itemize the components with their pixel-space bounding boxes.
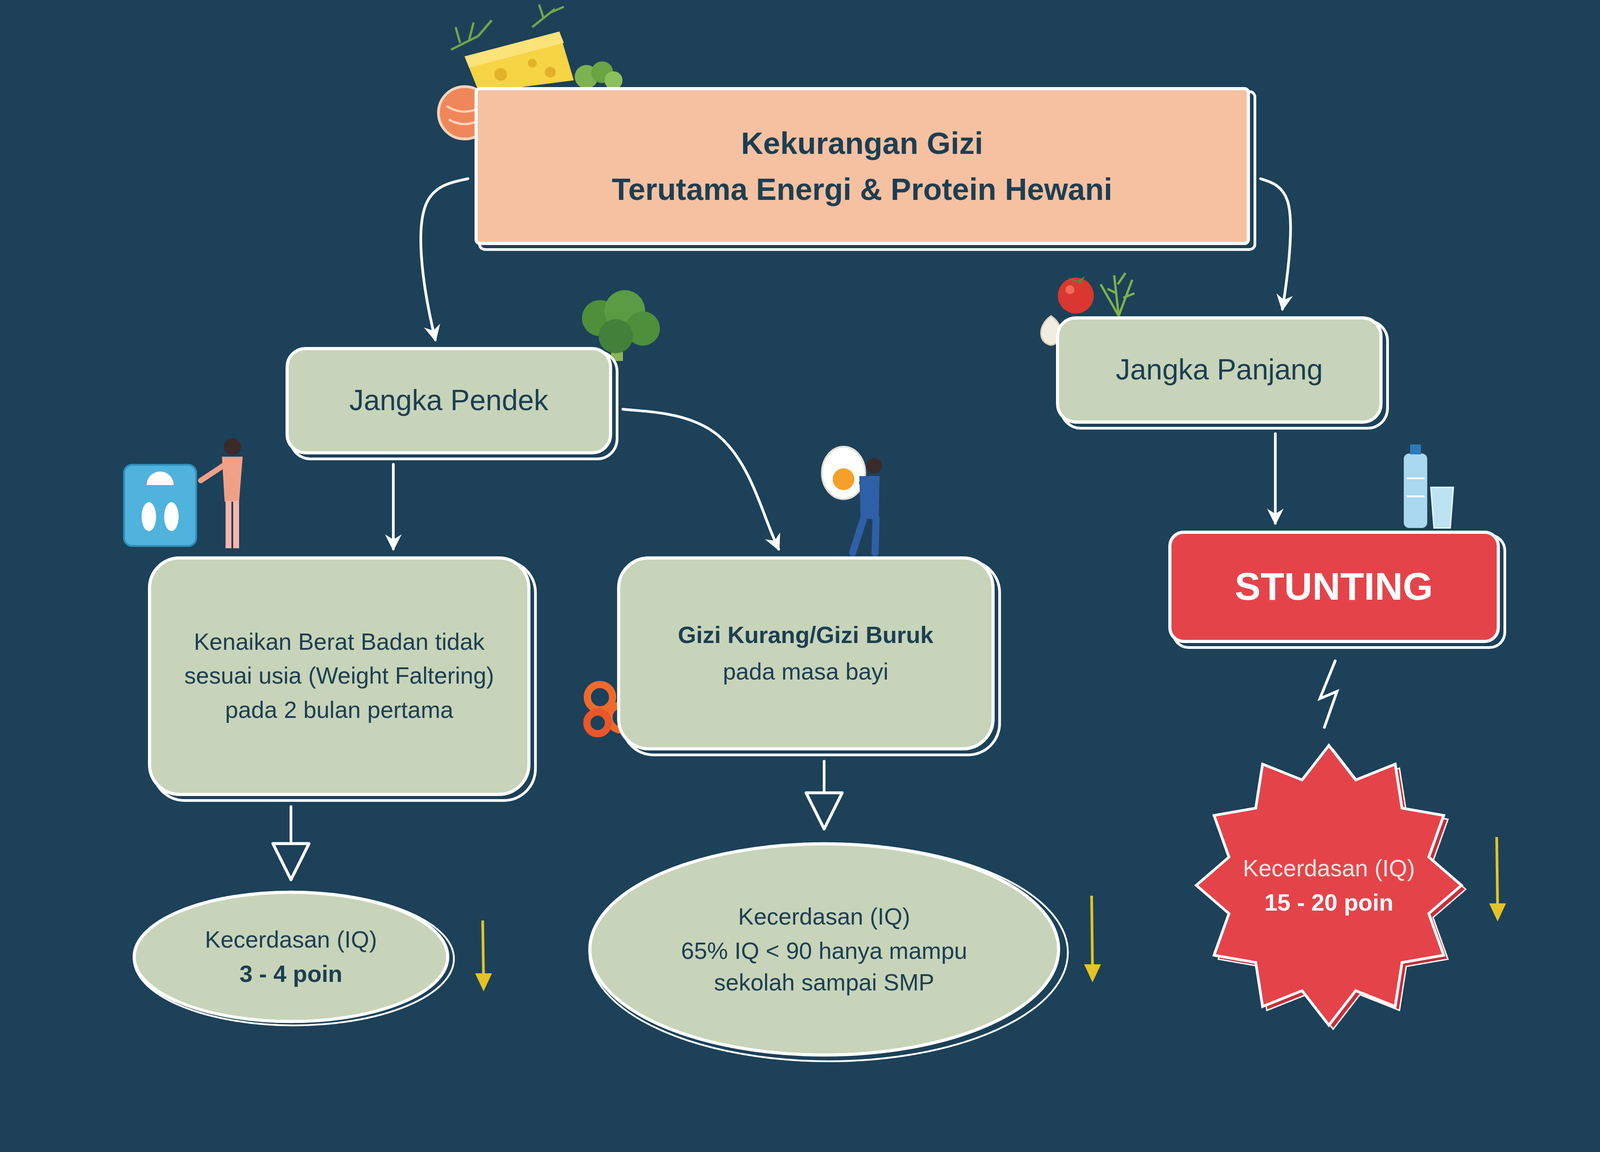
broccoli-floret xyxy=(598,318,633,354)
connector-arrow xyxy=(391,464,395,549)
connector-arrow xyxy=(822,760,826,829)
arm xyxy=(200,464,225,481)
connector-arrow xyxy=(1319,660,1338,728)
scale-dial xyxy=(146,471,174,485)
node-text: Jangka Panjang xyxy=(1115,350,1323,389)
stunting-box: STUNTING xyxy=(1168,530,1500,643)
arrow-shaft xyxy=(1091,895,1093,970)
footprint xyxy=(164,502,179,531)
bottle-line xyxy=(1406,478,1425,497)
node-text: Terutama Energi & Protein Hewani xyxy=(611,165,1113,213)
term-box: Jangka Panjang xyxy=(1055,316,1383,424)
ellipse-outline xyxy=(127,887,455,1026)
node-text: Kecerdasan (IQ) xyxy=(661,900,987,932)
head xyxy=(223,438,241,456)
node-text: Kecerdasan (IQ) xyxy=(1242,852,1416,884)
iq-ellipse: Kecerdasan (IQ)65% IQ < 90 hanya mampu s… xyxy=(580,836,1069,1062)
node-content: Kenaikan Berat Badan tidak sesuai usia (… xyxy=(178,624,501,727)
dill-sprig xyxy=(451,20,492,50)
node-content: Jangka Pendek xyxy=(349,381,549,420)
cheese-hole xyxy=(544,66,556,78)
leg xyxy=(852,517,877,553)
node-content: Jangka Panjang xyxy=(1115,350,1323,389)
node-content: STUNTING xyxy=(1234,562,1434,610)
node-text: 65% IQ < 90 hanya mampu sekolah sampai S… xyxy=(661,934,987,998)
egg-yolk xyxy=(832,468,855,490)
cheese-hole xyxy=(494,68,508,81)
node-text: Kekurangan Gizi xyxy=(611,119,1113,166)
connector-arrow xyxy=(1273,433,1277,524)
head xyxy=(866,457,882,474)
egg xyxy=(821,446,866,499)
cheese-top xyxy=(464,31,564,68)
cheese-wedge xyxy=(464,31,574,93)
connector-arrow xyxy=(420,178,469,340)
leg xyxy=(225,500,232,549)
node-text: 15 - 20 poin xyxy=(1242,886,1416,918)
glass xyxy=(1430,487,1454,528)
node-text: Jangka Pendek xyxy=(349,381,549,420)
sketch-line xyxy=(133,891,455,1025)
arrow-shaft xyxy=(1496,836,1498,909)
node-content: Kecerdasan (IQ)3 - 4 poin xyxy=(204,923,378,990)
torso xyxy=(859,475,880,519)
node-text: 3 - 4 poin xyxy=(204,957,378,990)
star-outline xyxy=(1196,745,1462,1025)
leaf xyxy=(604,71,623,90)
ellipse-fill xyxy=(133,891,448,1022)
leg xyxy=(233,500,240,549)
effect-box: Kenaikan Berat Badan tidak sesuai usia (… xyxy=(147,556,531,796)
decrease-arrow xyxy=(1491,836,1504,918)
term-box: Jangka Pendek xyxy=(285,346,613,455)
node-content: Gizi Kurang/Gizi Burukpada masa bayi xyxy=(677,617,934,689)
bottle xyxy=(1403,453,1428,528)
woman-figure xyxy=(200,438,243,549)
arrow-head xyxy=(477,974,490,988)
sketch-line xyxy=(589,843,1068,1061)
pepper-ring xyxy=(587,684,613,710)
effect-box: Gizi Kurang/Gizi Burukpada masa bayi xyxy=(617,556,995,751)
bottle-cap xyxy=(1410,444,1421,455)
cheese-hole xyxy=(527,58,537,68)
footprint xyxy=(141,502,157,531)
node-text: Kecerdasan (IQ) xyxy=(204,923,378,955)
node-content: Kecerdasan (IQ)15 - 20 poin xyxy=(1242,852,1416,918)
decrease-arrow xyxy=(477,920,490,988)
node-text: Gizi Kurang/Gizi Buruk xyxy=(677,617,934,652)
dill-sprig xyxy=(532,4,564,28)
connector-arrow xyxy=(1260,178,1292,309)
dill-sprig xyxy=(1100,272,1135,316)
star-fill xyxy=(1196,745,1462,1025)
cause-box: Kekurangan GiziTerutama Energi & Protein… xyxy=(474,87,1250,245)
greens-icon xyxy=(574,61,623,90)
ellipse-fill xyxy=(589,843,1059,1055)
node-text: Kenaikan Berat Badan tidak sesuai usia (… xyxy=(178,624,501,727)
tomato-shine xyxy=(1065,285,1075,295)
man-egg-figure xyxy=(821,446,882,553)
arrow-head xyxy=(1491,904,1504,918)
iq-star: Kecerdasan (IQ)15 - 20 poin xyxy=(1196,745,1462,1025)
node-text: STUNTING xyxy=(1234,562,1434,610)
arrow-head xyxy=(1086,965,1099,979)
scale-body xyxy=(124,464,197,546)
tomato-leaf xyxy=(1066,276,1085,285)
node-content: Kekurangan GiziTerutama Energi & Protein… xyxy=(611,119,1113,213)
iq-ellipse: Kecerdasan (IQ)3 - 4 poin xyxy=(127,887,455,1026)
cheese-icon xyxy=(451,4,574,93)
arm xyxy=(861,482,864,488)
node-text: pada masa bayi xyxy=(677,654,934,689)
tomato xyxy=(1057,277,1094,314)
water-icon xyxy=(1403,444,1454,528)
pepper-ring xyxy=(586,711,609,734)
scale-icon xyxy=(124,464,197,546)
arrow-shaft xyxy=(482,920,484,979)
connector-arrow xyxy=(622,409,779,549)
connector-arrow xyxy=(289,806,293,880)
decrease-arrow xyxy=(1086,895,1099,979)
node-content: Kecerdasan (IQ)65% IQ < 90 hanya mampu s… xyxy=(661,900,987,999)
